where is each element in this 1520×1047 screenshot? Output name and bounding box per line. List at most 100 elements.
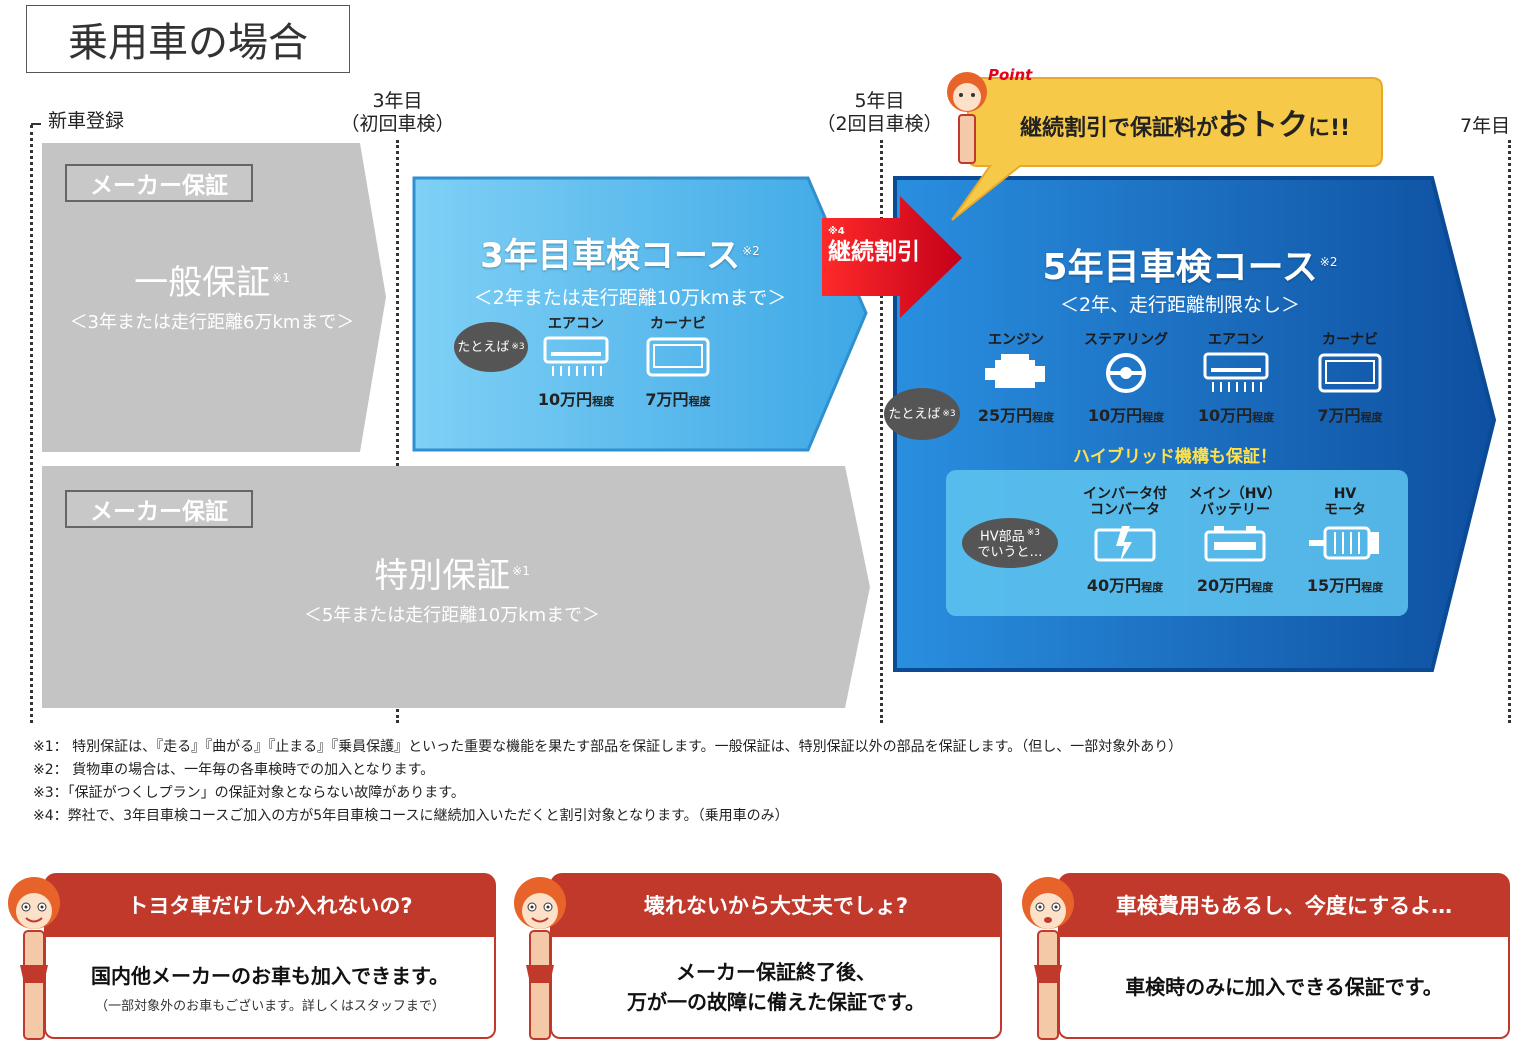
qa-answer-3-main: 車検時のみに加入できる保証です。 <box>1125 975 1443 999</box>
discount-note: ※4 <box>828 226 845 237</box>
label-year5-line1: 5年目 <box>854 90 905 112</box>
label-year5-line2: （2回目車検） <box>816 113 943 135</box>
special-maker-label: メーカー保証 <box>65 490 253 528</box>
general-maker-label: メーカー保証 <box>65 164 253 202</box>
general-warranty-arrow <box>42 143 386 452</box>
point-text-c: に!! <box>1307 116 1351 141</box>
hv-item-battery: メイン（HV）バッテリー 20万円程度 <box>1182 486 1288 596</box>
aircon-icon <box>1203 352 1269 392</box>
course5-sub: ＜2年、走行距離制限なし＞ <box>1059 294 1301 316</box>
hv-item-motor-label-a: HV <box>1333 486 1357 502</box>
qa-answer-3: 車検時のみに加入できる保証です。 <box>1058 937 1510 1039</box>
course5-item-steering: ステアリング 10万円程度 <box>1076 332 1176 426</box>
course3-bubble-text: たとえば <box>457 339 510 355</box>
hv-bubble: HV部品※3 でいうと… <box>962 518 1058 568</box>
point-text-b: おトク <box>1217 108 1308 143</box>
page-title: 乗用車の場合 <box>26 5 350 73</box>
qa-answer-2-main-2: 万が一の故障に備えた保証です。 <box>627 990 925 1014</box>
course3-arrow <box>412 176 868 452</box>
hv-item-motor-label-b: モータ <box>1324 502 1366 518</box>
hv-item-inverter-label-b: コンバータ <box>1090 502 1160 518</box>
hv-item-motor-unit: 程度 <box>1361 581 1384 594</box>
qa-card-2: 壊れないから大丈夫でしょ? メーカー保証終了後、 万が一の故障に備えた保証です。 <box>512 873 1002 1043</box>
qa-question-2: 壊れないから大丈夫でしょ? <box>550 873 1002 937</box>
steering-icon <box>1106 353 1146 393</box>
aircon-icon <box>543 336 609 376</box>
hv-bubble-note: ※3 <box>1026 528 1040 539</box>
course3-item-aircon-price: 10万円 <box>537 390 593 409</box>
hv-item-battery-label-b: バッテリー <box>1200 502 1270 518</box>
label-year3: 3年目 （初回車検） <box>335 90 460 136</box>
course5-item-steering-label: ステアリング <box>1084 332 1168 348</box>
discount-arrow-shape <box>822 196 962 318</box>
course5-bubble-note: ※3 <box>942 408 956 419</box>
qa-question-1: トヨタ車だけしか入れないの? <box>44 873 496 937</box>
course5-item-aircon-unit: 程度 <box>1252 411 1275 424</box>
point-tag: Point <box>988 66 1033 84</box>
course3-item-carnavi: カーナビ 7万円程度 <box>632 316 724 410</box>
hybrid-heading: ハイブリッド機構も保証！ <box>1073 447 1277 467</box>
hv-item-inverter-label: インバータ付コンバータ <box>1072 486 1178 518</box>
hv-item-inverter-unit: 程度 <box>1141 581 1164 594</box>
course3-title: 3年目車検コース※2 <box>420 228 820 277</box>
course3-item-carnavi-unit: 程度 <box>688 395 711 408</box>
hv-bubble-text-a: HV部品 <box>980 529 1025 545</box>
point-mascot <box>947 72 987 164</box>
footnotes: ※1： 特別保証は、『走る』『曲がる』『止まる』『乗員保護』といった重要な機能を… <box>33 736 1182 828</box>
label-year7: 7年目 <box>1460 115 1511 137</box>
course3-item-carnavi-label: カーナビ <box>650 316 706 332</box>
hv-item-battery-unit: 程度 <box>1251 581 1274 594</box>
general-warranty: 一般保証※1 ＜3年または走行距離6万kmまで＞ <box>42 255 382 334</box>
hv-item-inverter-label-a: インバータ付 <box>1083 486 1167 502</box>
course5-bubble: たとえば※3 <box>884 388 960 440</box>
hv-item-battery-label-a: メイン（HV） <box>1188 486 1282 502</box>
course5-title-text: 5年目車検コース <box>1042 247 1318 288</box>
timeline-line-start <box>30 125 33 723</box>
qa-card-3: 車検費用もあるし、今度にするよ… 車検時のみに加入できる保証です。 <box>1020 873 1510 1043</box>
timeline-line-year7 <box>1508 140 1511 723</box>
qa-answer-1: 国内他メーカーのお車も加入できます。 （一部対象外のお車もございます。詳しくはス… <box>44 937 496 1039</box>
point-text-a: 継続割引で保証料が <box>1019 116 1218 141</box>
qa-answer-1-small: （一部対象外のお車もございます。詳しくはスタッフまで） <box>95 998 445 1014</box>
course5-item-carnavi: カーナビ 7万円程度 <box>1300 332 1400 426</box>
hv-item-battery-label: メイン（HV）バッテリー <box>1182 486 1288 518</box>
qa-question-3: 車検費用もあるし、今度にするよ… <box>1058 873 1510 937</box>
footnote-4: ※4：弊社で、3年目車検コースご加入の方が5年目車検コースに継続加入いただくと割… <box>33 808 789 824</box>
course5-item-aircon: エアコン 10万円程度 <box>1186 332 1286 426</box>
discount-arrow: ※4 継続割引 <box>826 226 922 266</box>
footnote-1: ※1： 特別保証は、『走る』『曲がる』『止まる』『乗員保護』といった重要な機能を… <box>33 739 1183 755</box>
footnote-3: ※3：「保証がつくしプラン」の保証対象とならない故障があります。 <box>33 785 465 801</box>
mascot-icon <box>514 877 566 1040</box>
hv-item-motor-price: 15万円 <box>1306 576 1362 595</box>
course5-item-steering-price: 10万円 <box>1087 406 1143 425</box>
hv-item-inverter: インバータ付コンバータ 40万円程度 <box>1072 486 1178 596</box>
label-new-car: 新車登録 <box>48 110 125 132</box>
course5-bubble-text: たとえば <box>888 406 941 422</box>
hv-item-battery-price: 20万円 <box>1196 576 1252 595</box>
new-car-tick <box>31 123 41 125</box>
course3-note: ※2 <box>742 243 760 258</box>
course5-item-engine: エンジン 25万円程度 <box>966 332 1066 426</box>
special-sub: ＜5年または走行距離10万kmまで＞ <box>303 605 601 626</box>
timeline-line-year5 <box>880 140 883 723</box>
battery-icon <box>1204 526 1266 562</box>
footnote-2: ※2： 貨物車の場合は、一年毎の各車検時での加入となります。 <box>33 762 435 778</box>
course5-item-steering-unit: 程度 <box>1142 411 1165 424</box>
qa-card-1: トヨタ車だけしか入れないの? 国内他メーカーのお車も加入できます。 （一部対象外… <box>6 873 496 1043</box>
inverter-icon <box>1094 526 1156 562</box>
label-year3-line1: 3年目 <box>372 90 423 112</box>
mascot-icon <box>1022 877 1074 1040</box>
hv-panel <box>946 470 1408 616</box>
general-title: 一般保証 <box>134 263 271 303</box>
special-warranty: 特別保証※1 ＜5年または走行距離10万kmまで＞ <box>42 548 862 627</box>
hv-item-inverter-price: 40万円 <box>1086 576 1142 595</box>
course5-item-aircon-price: 10万円 <box>1197 406 1253 425</box>
course3-item-aircon-label: エアコン <box>548 316 604 332</box>
label-year5: 5年目 （2回目車検） <box>812 90 947 136</box>
course5-item-engine-unit: 程度 <box>1032 411 1055 424</box>
course5-title: 5年目車検コース※2 <box>1010 238 1370 290</box>
label-year3-line2: （初回車検） <box>340 113 455 135</box>
course3-item-aircon: エアコン 10万円程度 <box>530 316 622 410</box>
